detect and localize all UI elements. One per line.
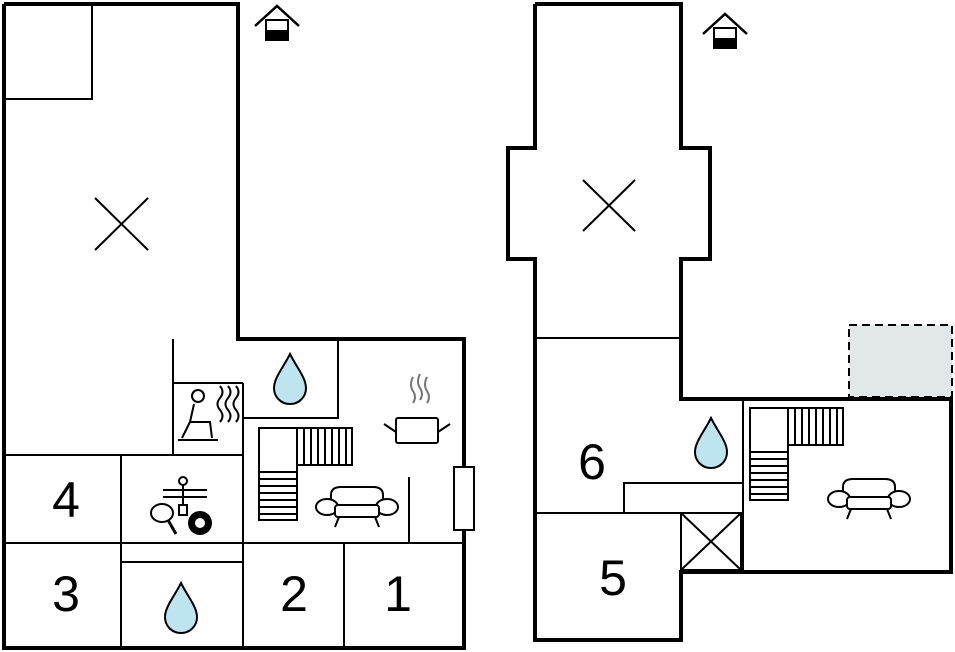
- staircase-icon: [258, 427, 353, 521]
- wall-segment: [242, 339, 339, 419]
- wall-segment: [623, 482, 743, 513]
- void-cross-icon: [582, 179, 636, 232]
- room-label-4: 4: [52, 472, 80, 528]
- ground-floor: 4 3 2 1: [2, 2, 475, 650]
- room-label-5: 5: [599, 550, 627, 606]
- house-icon: [253, 4, 301, 42]
- bathroom-water-drop-icon: [694, 417, 728, 469]
- room-label-3: 3: [52, 566, 80, 622]
- corner-room-wall: [4, 4, 93, 100]
- kitchen-pot-icon: [383, 373, 451, 444]
- sofa-icon: [315, 486, 399, 528]
- fireplace-icon: [453, 466, 475, 531]
- sauna-icon: [178, 385, 240, 441]
- upper-floor: 6 5: [506, 2, 953, 642]
- balcony-icon: [848, 324, 953, 398]
- bathroom-water-drop-icon: [164, 582, 198, 634]
- staircase-icon: [749, 407, 844, 501]
- bathroom-water-drop-icon: [273, 353, 307, 405]
- room-label-2: 2: [280, 566, 308, 622]
- room-label-6: 6: [578, 434, 606, 490]
- void-cross-icon: [94, 197, 149, 251]
- game-room-icon: [150, 476, 212, 535]
- house-icon: [701, 12, 749, 50]
- upper-floor-outer-wall: [506, 2, 953, 642]
- sofa-icon: [827, 478, 911, 520]
- storage-cross-icon: [680, 512, 742, 571]
- ground-floor-outer-wall: [2, 2, 466, 650]
- room-label-1: 1: [384, 566, 412, 622]
